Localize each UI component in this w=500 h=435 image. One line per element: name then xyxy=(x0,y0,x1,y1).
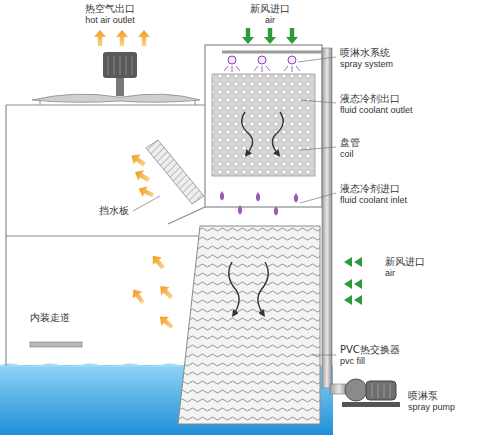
leader-lines xyxy=(133,57,336,355)
label-text: 液态冷剂进口 xyxy=(340,183,400,194)
fan xyxy=(32,52,200,105)
label-text: 挡水板 xyxy=(99,205,129,216)
hot-air-arrows xyxy=(94,30,176,332)
label-text: coil xyxy=(340,150,354,160)
label-text: 新风进口 xyxy=(250,3,290,14)
flow-arrows xyxy=(242,112,283,154)
label-text: air xyxy=(265,16,275,26)
spray-pump xyxy=(330,379,400,407)
riser-pipe xyxy=(322,48,332,388)
label-text: 喷淋水系统 xyxy=(340,47,390,58)
fresh-air-arrows xyxy=(242,28,362,305)
coil xyxy=(212,74,315,176)
spray-drops xyxy=(220,191,299,216)
label-text: 盘管 xyxy=(340,137,360,148)
label-text: spray pump xyxy=(408,403,455,413)
label-text: hot air outlet xyxy=(85,16,135,26)
drift-eliminator xyxy=(146,140,204,204)
label-text: 内装走道 xyxy=(30,312,70,323)
label-text: fluid coolant inlet xyxy=(340,196,407,206)
walkway xyxy=(30,342,82,347)
label-text: air xyxy=(385,269,395,279)
fill-flow-arrows xyxy=(229,262,268,314)
label-text: 新风进口 xyxy=(385,256,425,267)
deflector xyxy=(168,207,205,224)
label-text: fluid coolant outlet xyxy=(340,106,413,116)
pvc-fill xyxy=(178,226,320,424)
label-text: spray system xyxy=(340,60,393,70)
label-text: PVC热交换器 xyxy=(340,344,400,355)
label-text: pvc fill xyxy=(340,357,365,367)
label-text: 喷淋泵 xyxy=(408,390,438,401)
label-text: 热空气出口 xyxy=(85,3,135,14)
spray-system xyxy=(222,52,324,72)
label-text: 液态冷剂出口 xyxy=(340,93,400,104)
